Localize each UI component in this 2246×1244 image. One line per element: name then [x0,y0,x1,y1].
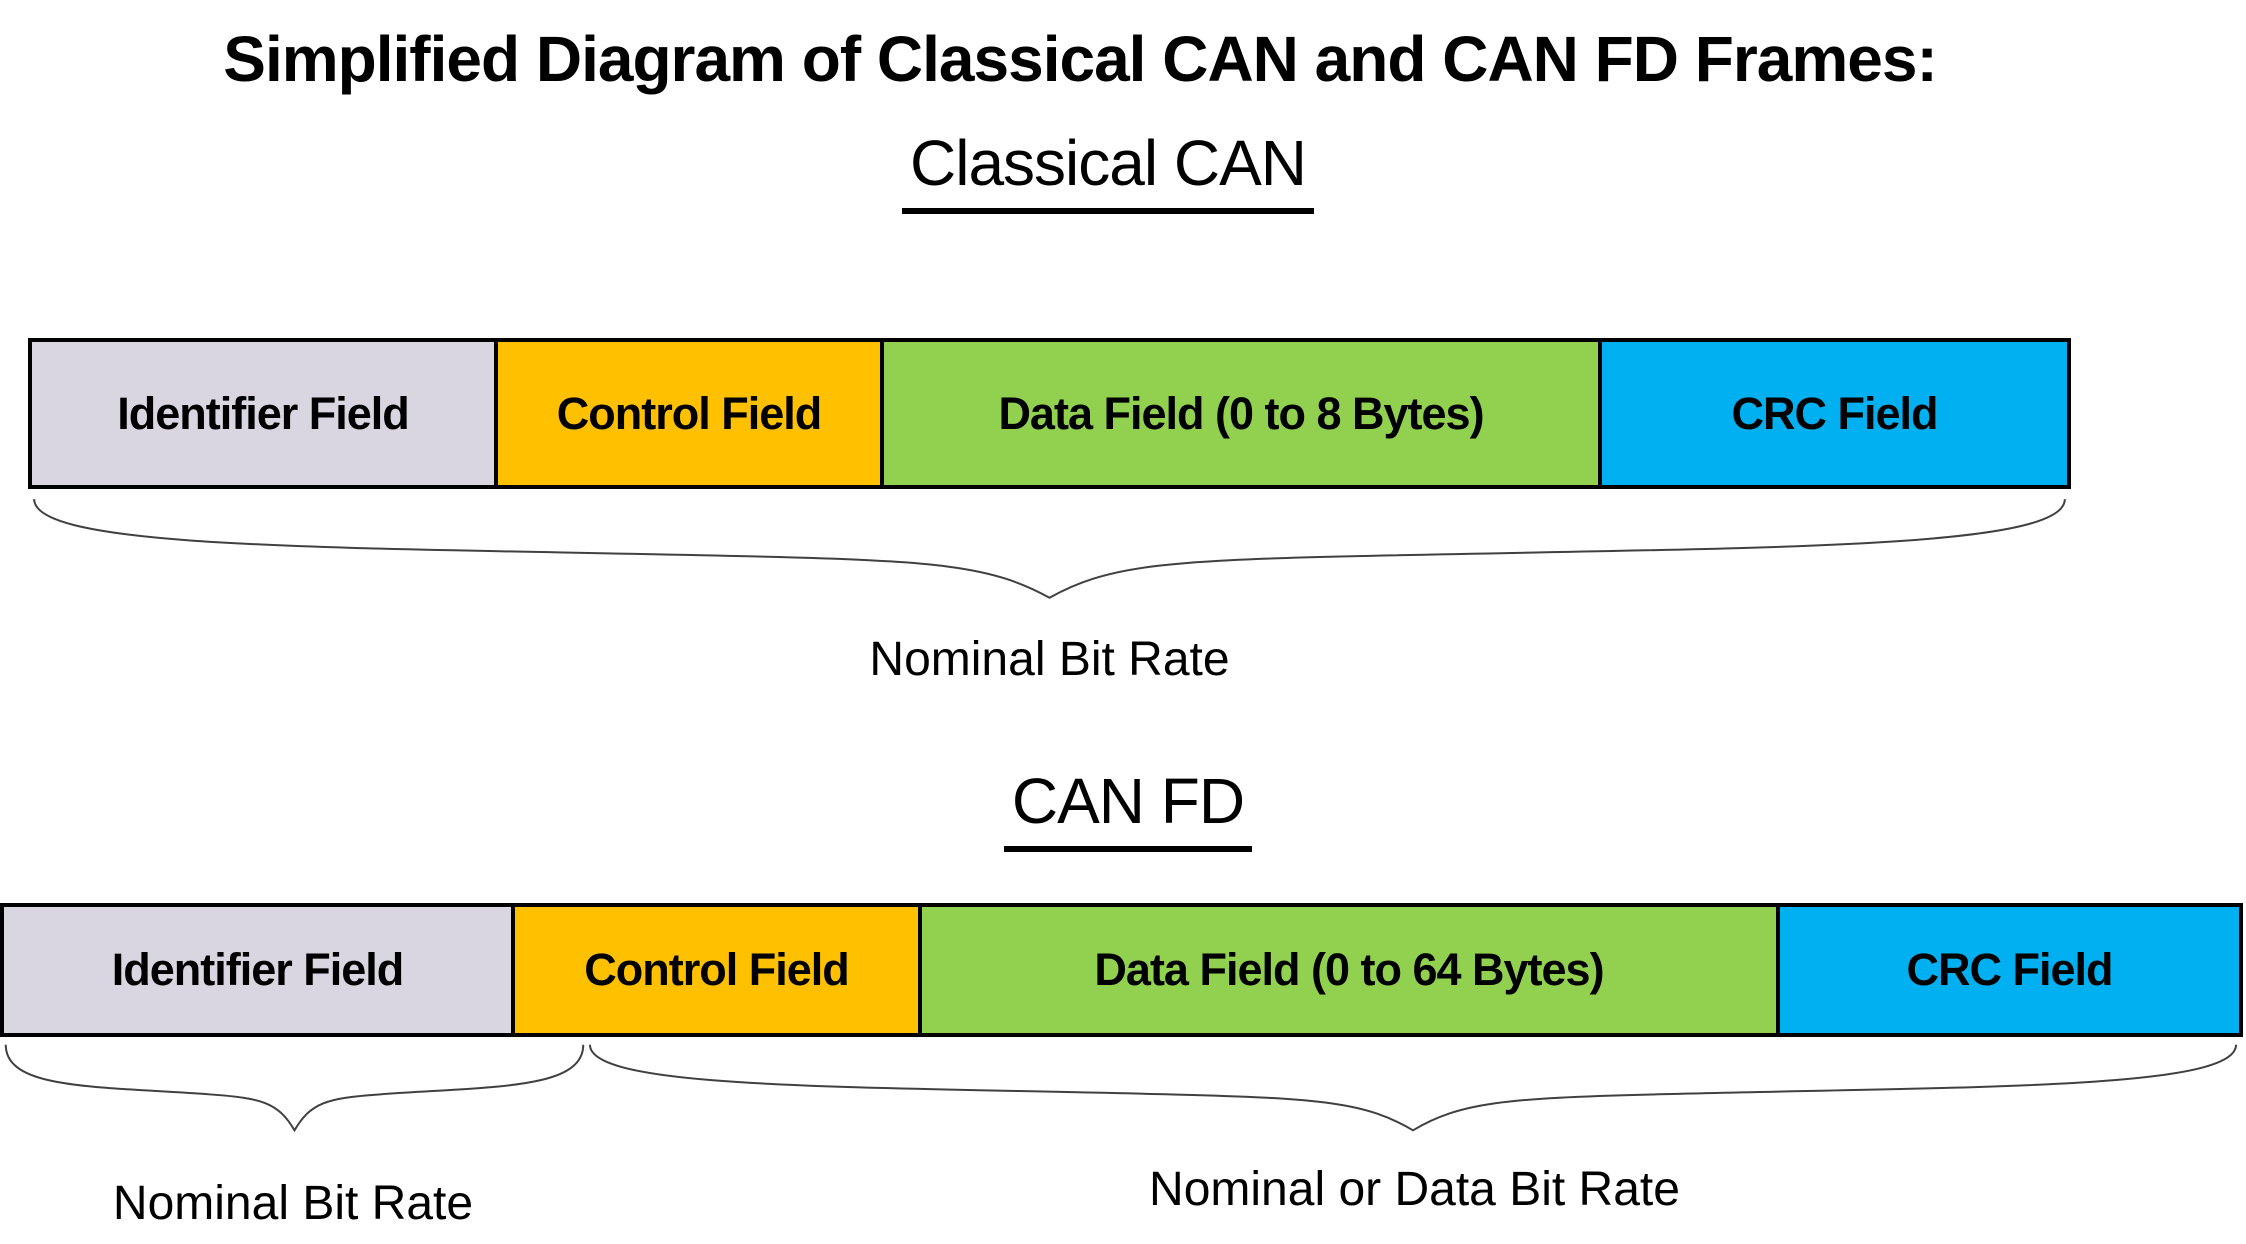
classical-can-nominal-bit-rate-brace [28,496,2071,602]
can-fd-crc-field-label: CRC Field [1906,944,2113,995]
can-fd-data-field: Data Field (0 to 64 Bytes) [922,907,1780,1033]
can-fd-identifier-field: Identifier Field [4,907,515,1033]
can-fd-nominal-bit-rate-label: Nominal Bit Rate [112,1177,474,1230]
classical-can-crc-field: CRC Field [1602,342,2067,485]
classical-can-heading: Classical CAN [0,126,2216,214]
can-fd-frame-bar: Identifier Field Control Field Data Fiel… [0,903,2243,1037]
can-fd-crc-field: CRC Field [1780,907,2239,1033]
can-fd-control-field: Control Field [515,907,922,1033]
classical-can-identifier-field: Identifier Field [32,342,498,485]
can-fd-data-field-label: Data Field (0 to 64 Bytes) [1094,944,1604,995]
classical-can-data-field: Data Field (0 to 8 Bytes) [884,342,1602,485]
classical-can-identifier-field-label: Identifier Field [117,387,410,439]
classical-can-heading-text: Classical CAN [902,126,1314,214]
can-fd-heading: CAN FD [0,764,2246,852]
classical-can-crc-field-label: CRC Field [1731,387,1938,439]
can-fd-heading-text: CAN FD [1003,764,1253,852]
classical-can-nominal-bit-rate-label: Nominal Bit Rate [869,633,1230,686]
can-fd-nominal-or-data-bit-rate-label: Nominal or Data Bit Rate [1149,1163,1680,1216]
can-fd-nominal-bit-rate-brace [4,1042,585,1134]
can-fd-identifier-field-label: Identifier Field [111,944,405,995]
classical-can-frame-bar: Identifier Field Control Field Data Fiel… [28,338,2071,489]
classical-can-control-field-label: Control Field [556,387,822,439]
diagram-title: Simplified Diagram of Classical CAN and … [223,23,1938,95]
classical-can-control-field: Control Field [498,342,884,485]
classical-can-data-field-label: Data Field (0 to 8 Bytes) [998,387,1484,439]
can-fd-control-field-label: Control Field [584,944,849,995]
can-fd-nominal-or-data-bit-rate-brace [585,1042,2241,1134]
